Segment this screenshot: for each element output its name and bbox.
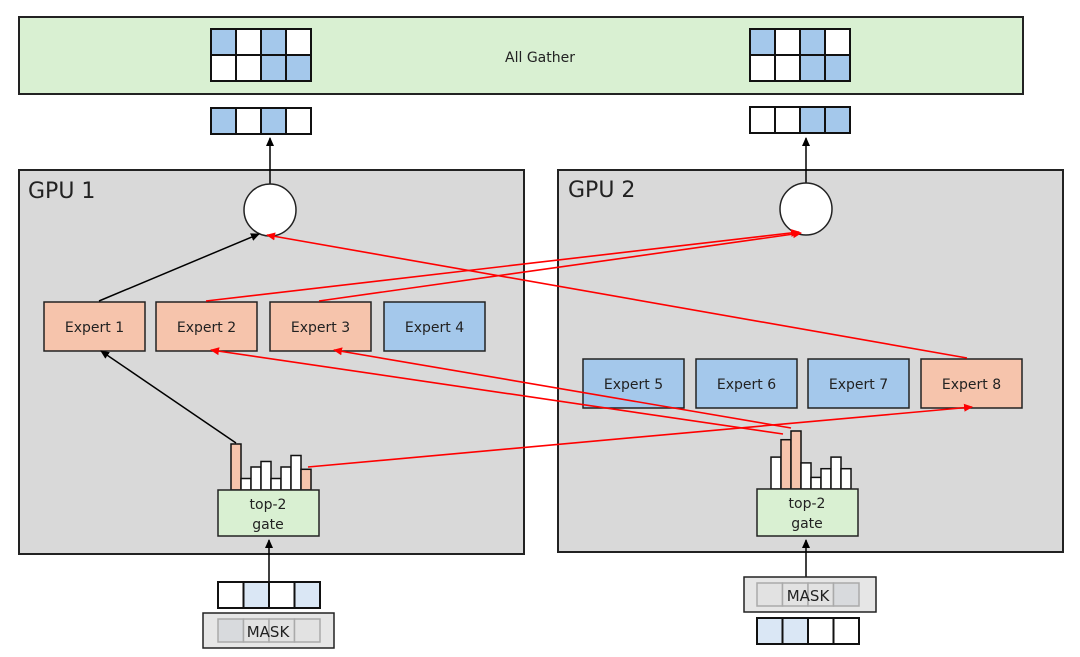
gpu1-expert-3[interactable]: Expert 3 xyxy=(269,301,372,352)
mask-cell xyxy=(217,618,245,643)
expert-label: Expert 1 xyxy=(65,320,124,336)
gpu2-output-token-cell xyxy=(774,106,801,134)
gpu2-expert-5[interactable]: Expert 5 xyxy=(582,358,685,409)
all-gather-left-token-cell xyxy=(210,54,237,82)
gpu2-expert-8[interactable]: Expert 8 xyxy=(920,358,1023,409)
gpu2-output-token-cell xyxy=(824,106,851,134)
all-gather-band xyxy=(18,16,1024,95)
gpu1-mask-label: MASK xyxy=(247,623,291,641)
route-expert1-to-combine1 xyxy=(98,233,260,302)
gate-score-bar xyxy=(270,477,282,491)
gpu2-gate-label-line2: gate xyxy=(791,516,823,532)
all-gather-right-grid xyxy=(749,28,851,82)
gpu1-output-tokens xyxy=(210,107,312,135)
gpu2-expert-6[interactable]: Expert 6 xyxy=(695,358,798,409)
gpu1-gate[interactable] xyxy=(217,489,320,537)
gpu1-output-token-cell xyxy=(235,107,262,135)
gpu1-gate-label-line2: gate xyxy=(252,517,284,533)
gpu1-input-token-cell xyxy=(242,581,270,609)
selected-gate-score-bar xyxy=(780,438,792,490)
gpu2-mask-label: MASK xyxy=(787,587,831,605)
gpu2-output-token-cell xyxy=(799,106,826,134)
route-expert2-to-combine2 xyxy=(205,228,800,302)
gpu1-mask: MASK xyxy=(202,612,335,649)
all-gather-right-token-cell xyxy=(774,54,801,82)
gpu2-label: GPU 2 xyxy=(568,178,635,203)
gpu1-label: GPU 1 xyxy=(28,179,95,204)
route-gate2-to-expert2 xyxy=(210,347,784,435)
gate-score-bar xyxy=(770,456,782,490)
gpu2-expert-7[interactable]: Expert 7 xyxy=(807,358,910,409)
gate-score-bar xyxy=(290,454,302,491)
gpu1-output-token-cell xyxy=(210,107,237,135)
gate-score-bar xyxy=(260,460,272,491)
mask-cell xyxy=(293,618,321,643)
gpu2-output-tokens xyxy=(749,106,851,134)
gate-score-bar xyxy=(840,467,852,490)
gpu1-input-token-cell xyxy=(293,581,321,609)
expert-label: Expert 2 xyxy=(177,320,236,336)
all-gather-right-token-cell xyxy=(824,54,851,82)
gpu1-expert-1[interactable]: Expert 1 xyxy=(43,301,146,352)
expert-label: Expert 4 xyxy=(405,320,464,336)
gpu1-combine-node xyxy=(243,183,297,237)
gpu2-mask: MASK xyxy=(743,576,877,613)
all-gather-left-token-cell xyxy=(285,54,312,82)
all-gather-left-token-cell xyxy=(235,28,262,56)
gate-score-bar xyxy=(280,466,292,491)
gpu1-expert-2[interactable]: Expert 2 xyxy=(155,301,258,352)
all-gather-right-token-cell xyxy=(774,28,801,56)
gpu1-input-token-cell xyxy=(217,581,245,609)
selected-gate-score-bar xyxy=(300,468,312,491)
all-gather-right-token-cell xyxy=(824,28,851,56)
route-expert8-to-combine1 xyxy=(266,232,968,359)
gpu1-expert-4[interactable]: Expert 4 xyxy=(383,301,486,352)
gpu2-input-token-cell xyxy=(756,617,784,645)
gpu2-combine-node xyxy=(779,182,833,236)
route-gate2-to-expert3 xyxy=(333,347,792,429)
all-gather-left-grid xyxy=(210,28,312,82)
all-gather-right-token-cell xyxy=(749,54,776,82)
route-gate1-to-expert8 xyxy=(307,403,973,468)
gate-score-bar xyxy=(800,462,812,490)
cross-gpu-routes xyxy=(205,228,973,468)
gpu2-gate-label-line1: top-2 xyxy=(789,496,826,512)
gpu2-input-token-cell xyxy=(781,617,809,645)
expert-label: Expert 5 xyxy=(604,377,663,393)
gpu1-gate-label-line1: top-2 xyxy=(250,497,287,513)
gpu1-output-token-cell xyxy=(285,107,312,135)
all-gather-right-token-cell xyxy=(749,28,776,56)
gpu2-gate[interactable] xyxy=(756,488,859,537)
all-gather-left-token-cell xyxy=(260,28,287,56)
gate-score-bar xyxy=(810,476,822,490)
gpu2-output-token-cell xyxy=(749,106,776,134)
all-gather-label: All Gather xyxy=(505,50,575,66)
expert-label: Expert 7 xyxy=(829,377,888,393)
gpu1-output-token-cell xyxy=(260,107,287,135)
gpu2-input-token-cell xyxy=(807,617,835,645)
gpu1-input-tokens xyxy=(217,581,321,609)
route-expert3-to-combine2 xyxy=(318,230,802,302)
gpu2-input-token-cell xyxy=(832,617,860,645)
expert-label: Expert 8 xyxy=(942,377,1001,393)
all-gather-left-token-cell xyxy=(210,28,237,56)
gpu2-input-tokens xyxy=(756,617,860,645)
mask-cell xyxy=(756,582,784,607)
expert-label: Expert 3 xyxy=(291,320,350,336)
gpu1-input-token-cell xyxy=(268,581,296,609)
gate-score-bar xyxy=(830,456,842,490)
all-gather-left-token-cell xyxy=(285,28,312,56)
route-gate1-to-expert1 xyxy=(100,350,237,444)
all-gather-right-token-cell xyxy=(799,28,826,56)
all-gather-left-token-cell xyxy=(260,54,287,82)
gate-score-bar xyxy=(820,467,832,490)
expert-label: Expert 6 xyxy=(717,377,776,393)
gate-score-bar xyxy=(240,477,252,491)
gate-score-bar xyxy=(250,466,262,491)
selected-gate-score-bar xyxy=(790,430,802,490)
selected-gate-score-bar xyxy=(230,443,242,491)
all-gather-right-token-cell xyxy=(799,54,826,82)
mask-cell xyxy=(832,582,860,607)
all-gather-left-token-cell xyxy=(235,54,262,82)
